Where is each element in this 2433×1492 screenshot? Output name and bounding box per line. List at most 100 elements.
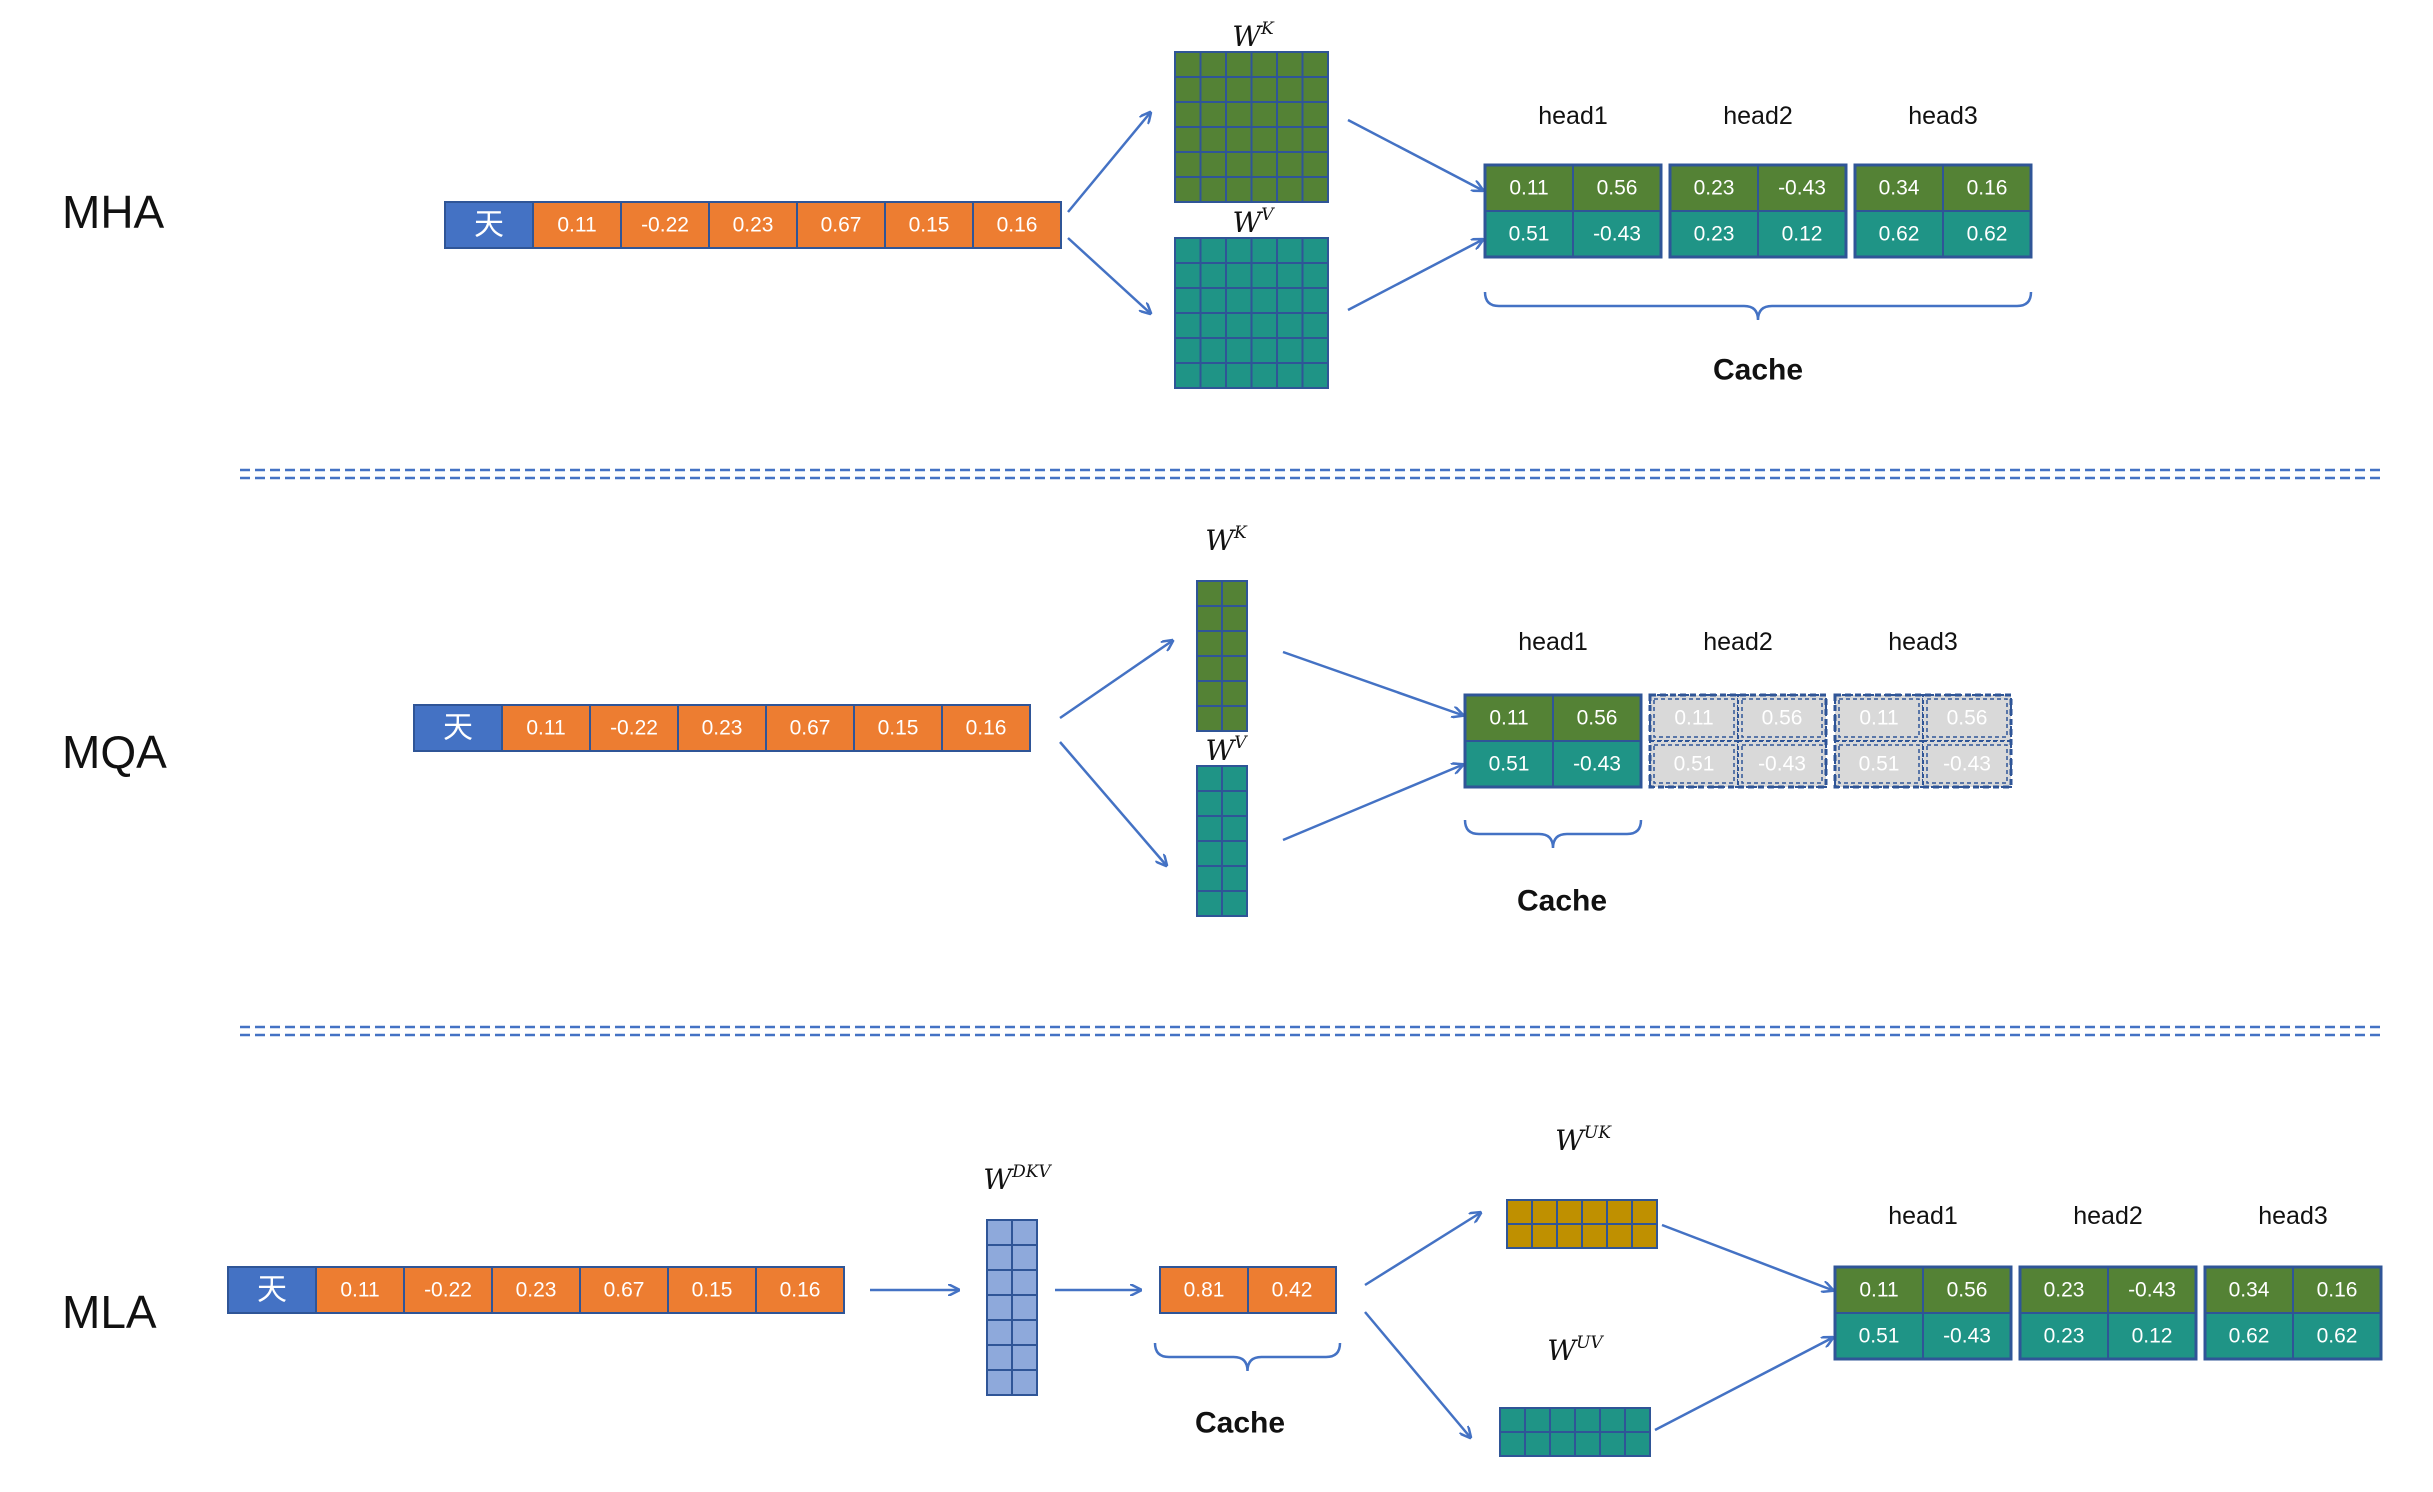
key-value: 0.56 [1947, 1279, 1988, 1302]
key-cell [1942, 164, 2032, 212]
matrix-cell [1225, 262, 1253, 289]
key-value: -0.43 [2128, 1279, 2176, 1302]
matrix-cell [1196, 680, 1223, 707]
matrix-cell [1174, 237, 1202, 264]
matrix-cell [1011, 1319, 1038, 1346]
section-label-mla: MLA [62, 1286, 157, 1338]
matrix-cell [1199, 126, 1227, 153]
matrix-cell [1011, 1219, 1038, 1246]
value-value: 0.62 [1967, 223, 2008, 246]
matrix-cell [1524, 1431, 1551, 1457]
key-value: 0.11 [1859, 1279, 1898, 1302]
matrix-cell [986, 1344, 1013, 1371]
matrix-cell [1301, 101, 1329, 128]
matrix-cell [1174, 262, 1202, 289]
wuv-matrix [1499, 1407, 1651, 1457]
value-cell [1854, 210, 1944, 258]
key-cell [2204, 1266, 2294, 1314]
value-value: -0.43 [1943, 753, 1991, 776]
matrix-cell [1276, 337, 1304, 364]
key-value: 0.34 [1879, 177, 1920, 200]
matrix-cell [1250, 312, 1278, 339]
matrix-cell [1199, 362, 1227, 389]
ghost-inner-border [1653, 698, 1735, 738]
matrix-cell [1221, 680, 1248, 707]
matrix-cell [1624, 1431, 1651, 1457]
cache-label: Cache [1195, 1407, 1285, 1440]
matrix-cell [1221, 840, 1248, 867]
matrix-cell [1199, 176, 1227, 203]
embedding-value: 0.16 [780, 1279, 821, 1302]
matrix-cell [1196, 790, 1223, 817]
key-cell [1922, 1266, 2012, 1314]
embedding-cell [403, 1266, 493, 1314]
value-value: 0.51 [1859, 1325, 1900, 1348]
matrix-cell [1301, 287, 1329, 314]
latent-value: 0.42 [1272, 1279, 1313, 1302]
arrow-wv-to-cache [1282, 765, 1462, 842]
matrix-cell [1250, 176, 1278, 203]
arrow-embedding-to-wk [1067, 113, 1150, 213]
wv-matrix [1174, 237, 1329, 389]
embedding-cell [972, 201, 1062, 249]
matrix-cell [1524, 1407, 1551, 1433]
w-superscript: UK [1584, 1123, 1612, 1143]
matrix-cell [1506, 1223, 1533, 1249]
arrow-embedding-to-wv [1067, 237, 1150, 313]
head-border [1853, 163, 2033, 259]
matrix-cell [1221, 815, 1248, 842]
matrix-cell [1549, 1407, 1576, 1433]
arrow-wuk-to-heads [1661, 1223, 1832, 1290]
embedding-value: 0.23 [516, 1279, 557, 1302]
matrix-cell [1174, 337, 1202, 364]
matrix-cell [1174, 287, 1202, 314]
wk-matrix [1196, 580, 1248, 732]
matrix-cell [1196, 815, 1223, 842]
embedding-value: -0.22 [610, 717, 658, 740]
section-label-mqa: MQA [62, 726, 167, 778]
matrix-cell [1199, 151, 1227, 178]
matrix-cell [1631, 1223, 1658, 1249]
ghost-inner-border [1741, 698, 1823, 738]
latent-cell [1159, 1266, 1249, 1314]
head-label: head3 [1908, 102, 1978, 130]
matrix-cell [1574, 1407, 1601, 1433]
matrix-cell [1301, 237, 1329, 264]
embedding-value: 0.15 [692, 1279, 733, 1302]
matrix-cell [1499, 1431, 1526, 1457]
value-value: 0.51 [1509, 223, 1550, 246]
embedding-cell [708, 201, 798, 249]
embedding-value: 0.16 [966, 717, 1007, 740]
matrix-cell [1199, 312, 1227, 339]
matrix-cell [1196, 705, 1223, 732]
value-cell [1834, 1312, 1924, 1360]
matrix-cell [1250, 237, 1278, 264]
matrix-cell [1301, 262, 1329, 289]
head-border [1483, 163, 1663, 259]
value-value: 0.12 [2132, 1325, 2173, 1348]
matrix-cell [1556, 1199, 1583, 1225]
matrix-cell [1250, 362, 1278, 389]
embedding-value: 0.23 [733, 214, 774, 237]
matrix-cell [1506, 1199, 1533, 1225]
wv-label: WV [1232, 205, 1275, 239]
matrix-cell [1276, 287, 1304, 314]
matrix-cell [1196, 890, 1223, 917]
section-label-mha: MHA [62, 186, 165, 238]
embedding-cell [941, 704, 1031, 752]
matrix-cell [986, 1244, 1013, 1271]
matrix-cell [1174, 362, 1202, 389]
matrix-cell [1225, 362, 1253, 389]
matrix-cell [1599, 1431, 1626, 1457]
embedding-cell [796, 201, 886, 249]
token-cell [413, 704, 503, 752]
matrix-cell [1606, 1199, 1633, 1225]
